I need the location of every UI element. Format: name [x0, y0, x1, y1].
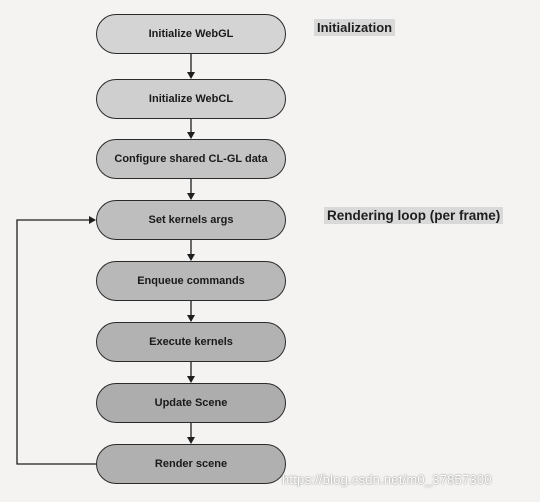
loop-back-arrow	[16, 216, 97, 465]
rendering-loop-label: Rendering loop (per frame)	[324, 207, 504, 224]
step-initialize-webgl: Initialize WebGL	[96, 14, 286, 54]
step-set-kernels-args: Set kernels args	[96, 200, 286, 240]
step-update-scene: Update Scene	[96, 383, 286, 423]
step-enqueue-commands: Enqueue commands	[96, 261, 286, 301]
step-execute-kernels: Execute kernels	[96, 322, 286, 362]
watermark-url: https://blog.csdn.net/m0_37857300	[282, 472, 492, 487]
step-configure-shared-data: Configure shared CL-GL data	[96, 139, 286, 179]
initialization-label: Initialization	[314, 19, 396, 36]
step-render-scene: Render scene	[96, 444, 286, 484]
step-initialize-webcl: Initialize WebCL	[96, 79, 286, 119]
